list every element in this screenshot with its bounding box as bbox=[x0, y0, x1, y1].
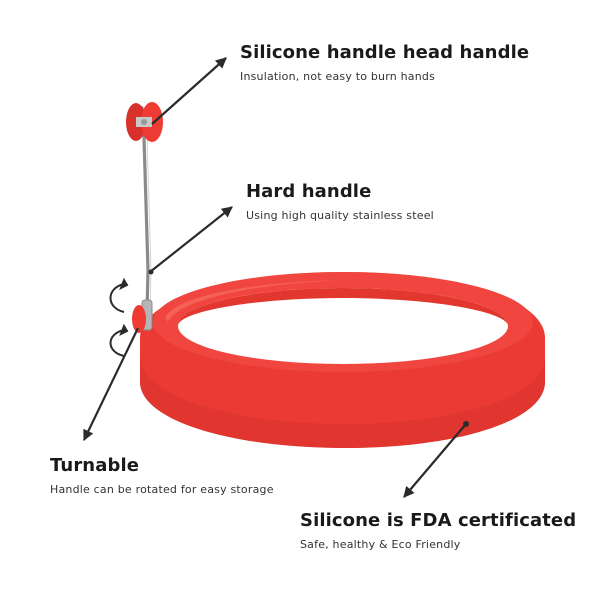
pointer-origin-dot bbox=[463, 421, 469, 427]
pointer-fda bbox=[403, 423, 467, 498]
callout-subtitle: Safe, healthy & Eco Friendly bbox=[300, 538, 461, 551]
callout-title: Hard handle bbox=[246, 181, 372, 202]
pointer-lines bbox=[83, 57, 467, 498]
silicone-ring bbox=[140, 272, 545, 448]
hinge-knob bbox=[132, 305, 146, 333]
callout-subtitle: Insulation, not easy to burn hands bbox=[240, 70, 436, 83]
callout-title: Silicone is FDA certificated bbox=[300, 510, 577, 531]
pointer-origin-dot bbox=[148, 269, 154, 275]
callout-title: Silicone handle head handle bbox=[240, 42, 530, 63]
rotation-arrows-icon bbox=[109, 277, 129, 357]
callout-hard-handle: Hard handle Using high quality stainless… bbox=[246, 181, 434, 222]
callout-head-handle: Silicone handle head handle Insulation, … bbox=[240, 42, 529, 83]
pointer-hard-handle bbox=[149, 206, 233, 273]
callout-subtitle: Using high quality stainless steel bbox=[246, 209, 434, 222]
callout-fda: Silicone is FDA certificated Safe, healt… bbox=[300, 510, 576, 551]
callout-turnable: Turnable Handle can be rotated for easy … bbox=[50, 455, 274, 496]
callout-subtitle: Handle can be rotated for easy storage bbox=[50, 483, 274, 496]
callout-title: Turnable bbox=[50, 455, 140, 476]
silicone-handle-head bbox=[126, 102, 163, 142]
pointer-turnable bbox=[83, 327, 139, 441]
ring-inner-opening bbox=[178, 288, 508, 364]
pointer-head-handle bbox=[151, 57, 227, 125]
